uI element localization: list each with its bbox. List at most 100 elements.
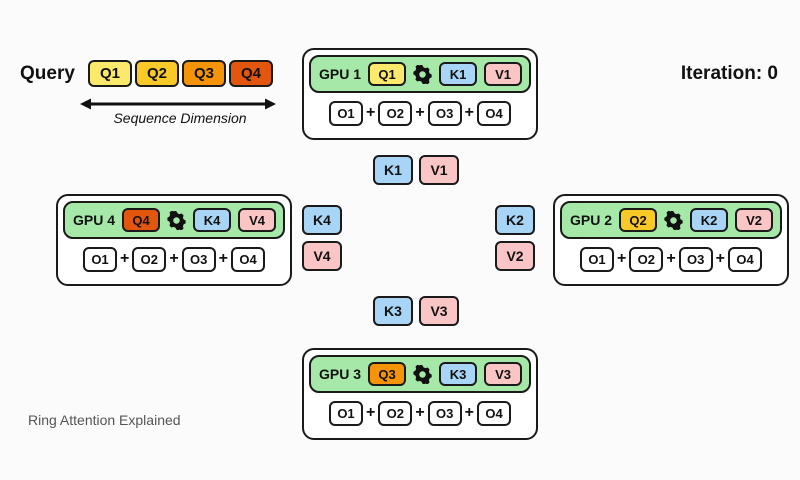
gpu-card-gpu-2-query-block: Q2 [619, 208, 658, 232]
ring-transfer-bottom-key-block: K3 [373, 296, 413, 326]
output-block-label: O1 [588, 251, 606, 267]
plus-operator: + [415, 104, 425, 121]
ring-transfer-top-key-label: K1 [384, 162, 402, 178]
output-block-label: O4 [736, 251, 754, 267]
output-block: O4 [231, 246, 266, 272]
gpu-card-gpu-4-query-label: Q4 [132, 212, 150, 228]
legend-query-block-q2-label: Q2 [146, 65, 167, 82]
output-block: O4 [477, 400, 512, 426]
plus-operator: + [415, 404, 425, 421]
gpu-card-gpu-1-value-block: V1 [484, 62, 523, 86]
sequence-dimension-label: Sequence Dimension [113, 110, 247, 126]
gpu-card-gpu-3-key-label: K3 [449, 366, 467, 382]
ring-transfer-right-value-label: V2 [506, 248, 524, 264]
gpu-card-gpu-3-query-label: Q3 [378, 366, 396, 382]
gpu-card-gpu-4-value-block: V4 [238, 208, 277, 232]
gpu-card-gpu-2-query-label: Q2 [629, 212, 647, 228]
gpu-card-gpu-1-name: GPU 1 [319, 66, 362, 82]
output-block-label: O1 [91, 251, 109, 267]
output-block-label: O4 [485, 105, 503, 121]
legend-query-block-q3-label: Q3 [193, 65, 214, 82]
gpu-card-gpu-4-header: GPU 4 Q4 K4 V4 [63, 201, 285, 239]
gear-icon [167, 210, 186, 230]
gpu-card-gpu-3-key-block: K3 [439, 362, 478, 386]
diagram-caption: Ring Attention Explained [28, 412, 181, 428]
gpu-card-gpu-4-output-row: O1 + O2 + O3 + O4 [63, 239, 285, 279]
ring-transfer-right-value-block: V2 [495, 241, 535, 271]
plus-operator: + [218, 250, 229, 267]
output-block-label: O3 [436, 105, 454, 121]
output-block-label: O3 [687, 251, 705, 267]
legend-query-block-q1-label: Q1 [99, 65, 120, 82]
ring-transfer-bottom-key-label: K3 [384, 303, 402, 319]
iteration-status: Iteration: 0 [680, 63, 778, 84]
output-block-label: O2 [386, 405, 404, 421]
gpu-card-gpu-4-key-block: K4 [193, 208, 232, 232]
plus-operator: + [365, 404, 376, 421]
ring-transfer-bottom-value-label: V3 [430, 303, 448, 319]
gpu-card-gpu-4-name: GPU 4 [73, 212, 116, 228]
output-block-label: O1 [337, 105, 355, 121]
gpu-card-gpu-4[interactable]: GPU 4 Q4 K4 V4 O1 + O2 + O3 + O4 [56, 194, 292, 286]
gpu-card-gpu-1-query-label: Q1 [378, 66, 396, 82]
gpu-card-gpu-2-output-row: O1 + O2 + O3 + O4 [560, 239, 782, 279]
plus-operator: + [666, 250, 676, 267]
output-block: O3 [181, 246, 216, 272]
gpu-card-gpu-4-key-label: K4 [203, 212, 221, 228]
gpu-card-gpu-2[interactable]: GPU 2 Q2 K2 V2 O1 + O2 + O3 + O4 [553, 194, 789, 286]
gpu-card-gpu-1-output-row: O1 + O2 + O3 + O4 [309, 93, 531, 133]
legend-query-block-q1: Q1 [88, 60, 132, 87]
plus-operator: + [365, 104, 376, 121]
gear-icon [413, 364, 432, 384]
gpu-card-gpu-2-header: GPU 2 Q2 K2 V2 [560, 201, 782, 239]
legend-query-block-q2: Q2 [135, 60, 179, 87]
gpu-card-gpu-3-query-block: Q3 [368, 362, 407, 386]
plus-operator: + [169, 250, 179, 267]
ring-transfer-top-key-block: K1 [373, 155, 413, 185]
gear-icon [413, 64, 432, 84]
gpu-card-gpu-1[interactable]: GPU 1 Q1 K1 V1 O1 + O2 + O3 + O4 [302, 48, 538, 140]
gpu-card-gpu-2-key-block: K2 [690, 208, 729, 232]
output-block-label: O4 [239, 251, 257, 267]
output-block-label: O2 [637, 251, 655, 267]
output-block: O1 [328, 100, 363, 126]
gpu-card-gpu-4-value-label: V4 [249, 212, 265, 228]
ring-transfer-left: K4 V4 [302, 205, 342, 271]
gpu-card-gpu-2-key-label: K2 [700, 212, 718, 228]
output-block: O2 [378, 100, 413, 126]
gpu-card-gpu-3-value-label: V3 [495, 366, 511, 382]
gpu-card-gpu-1-query-block: Q1 [368, 62, 407, 86]
ring-transfer-left-value-label: V4 [313, 248, 331, 264]
ring-transfer-bottom-value-block: V3 [419, 296, 459, 326]
output-block-label: O4 [485, 405, 503, 421]
ring-transfer-left-key-label: K4 [313, 212, 331, 228]
plus-operator: + [715, 250, 726, 267]
output-block: O2 [629, 246, 664, 272]
ring-transfer-right-key-block: K2 [495, 205, 535, 235]
gear-icon [664, 210, 683, 230]
ring-transfer-left-value-block: V4 [302, 241, 342, 271]
ring-transfer-bottom: K3 V3 [373, 296, 459, 326]
gpu-card-gpu-2-name: GPU 2 [570, 212, 613, 228]
output-block: O3 [427, 400, 462, 426]
output-block: O3 [678, 246, 713, 272]
ring-transfer-top: K1 V1 [373, 155, 459, 185]
gpu-card-gpu-4-query-block: Q4 [122, 208, 161, 232]
gpu-card-gpu-1-value-label: V1 [495, 66, 511, 82]
legend-query-block-q4-label: Q4 [240, 65, 261, 82]
legend-query-block-q3: Q3 [182, 60, 226, 87]
output-block-label: O3 [190, 251, 208, 267]
gpu-card-gpu-3[interactable]: GPU 3 Q3 K3 V3 O1 + O2 + O3 + O4 [302, 348, 538, 440]
legend-query-block-q4: Q4 [229, 60, 273, 87]
gpu-card-gpu-3-name: GPU 3 [319, 366, 362, 382]
ring-transfer-right: K2 V2 [495, 205, 535, 271]
output-block-label: O2 [140, 251, 158, 267]
ring-transfer-right-key-label: K2 [506, 212, 524, 228]
plus-operator: + [616, 250, 627, 267]
gpu-card-gpu-1-header: GPU 1 Q1 K1 V1 [309, 55, 531, 93]
gpu-card-gpu-3-value-block: V3 [484, 362, 523, 386]
query-legend-title: Query [20, 63, 75, 84]
output-block: O4 [477, 100, 512, 126]
plus-operator: + [464, 104, 475, 121]
ring-transfer-left-key-block: K4 [302, 205, 342, 235]
